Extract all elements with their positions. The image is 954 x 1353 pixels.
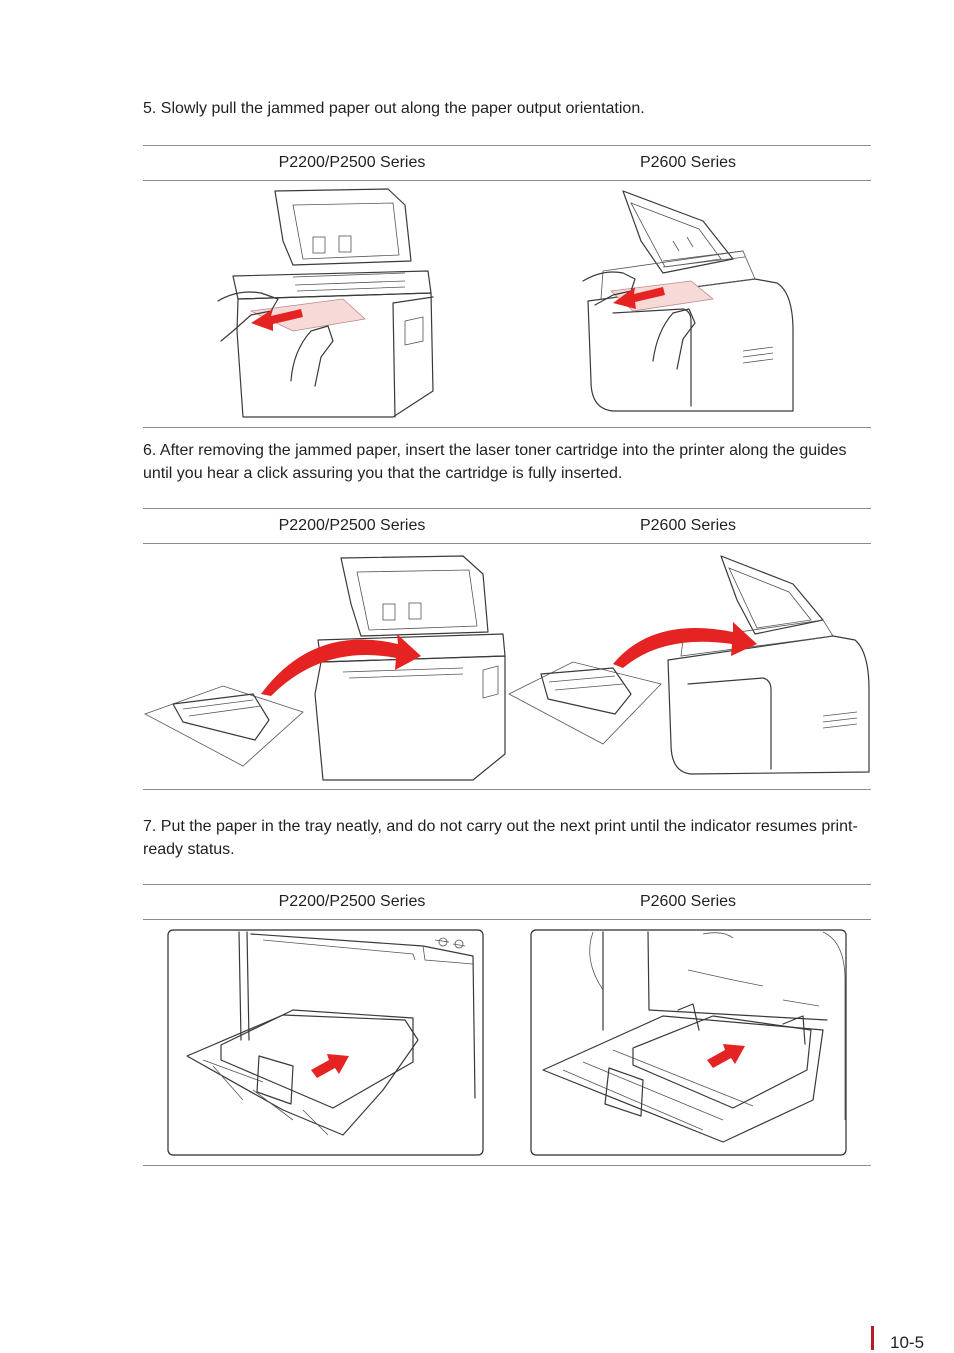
printer-open-illustration-right <box>582 190 794 412</box>
column-header-p2600: P2600 Series <box>639 154 737 171</box>
hand-left <box>217 291 279 342</box>
paper-tray-right <box>530 929 847 1156</box>
printer-open-illustration-left <box>217 188 434 418</box>
step-7-illustrations <box>143 920 871 1164</box>
column-header-p2600: P2600 Series <box>639 893 737 910</box>
page-number: 10-5 <box>890 1333 925 1352</box>
paper-tray-left <box>167 929 484 1156</box>
column-header-p2200-p2500: P2200/P2500 Series <box>278 893 426 910</box>
column-header-p2200-p2500: P2200/P2500 Series <box>278 154 426 171</box>
step-5-illustrations <box>143 181 871 425</box>
column-header-p2200-p2500: P2200/P2500 Series <box>278 517 426 534</box>
step-7-instruction: 7. Put the paper in the tray neatly, and… <box>143 818 858 858</box>
step-6-illustrations <box>143 544 871 788</box>
column-header-p2600: P2600 Series <box>639 517 737 534</box>
hand-left <box>582 271 636 306</box>
table-header: P2200/P2500 Series P2600 Series <box>143 885 871 920</box>
footer-accent-bar <box>871 1326 874 1350</box>
hand-right <box>290 325 334 387</box>
table-header: P2200/P2500 Series P2600 Series <box>143 509 871 544</box>
printer-open-illustration-right <box>667 555 870 775</box>
step-5-illustration-table: P2200/P2500 Series P2600 Series <box>143 145 871 428</box>
toner-cartridge-left <box>144 685 304 767</box>
toner-cartridge-right <box>508 661 662 745</box>
step-5-instruction: 5. Slowly pull the jammed paper out alon… <box>143 100 645 117</box>
hand-right <box>652 308 696 370</box>
step-6-instruction: 6. After removing the jammed paper, inse… <box>143 442 847 482</box>
step-6-illustration-table: P2200/P2500 Series P2600 Series <box>143 508 871 790</box>
red-direction-arrow <box>613 622 757 668</box>
red-direction-arrow <box>251 309 303 331</box>
red-direction-arrow <box>707 1044 745 1068</box>
printer-open-illustration-left <box>314 555 506 781</box>
table-header: P2200/P2500 Series P2600 Series <box>143 146 871 181</box>
step-7-illustration-table: P2200/P2500 Series P2600 Series <box>143 884 871 1166</box>
red-direction-arrow <box>613 287 665 309</box>
red-direction-arrow <box>261 634 421 696</box>
red-direction-arrow <box>311 1054 349 1078</box>
